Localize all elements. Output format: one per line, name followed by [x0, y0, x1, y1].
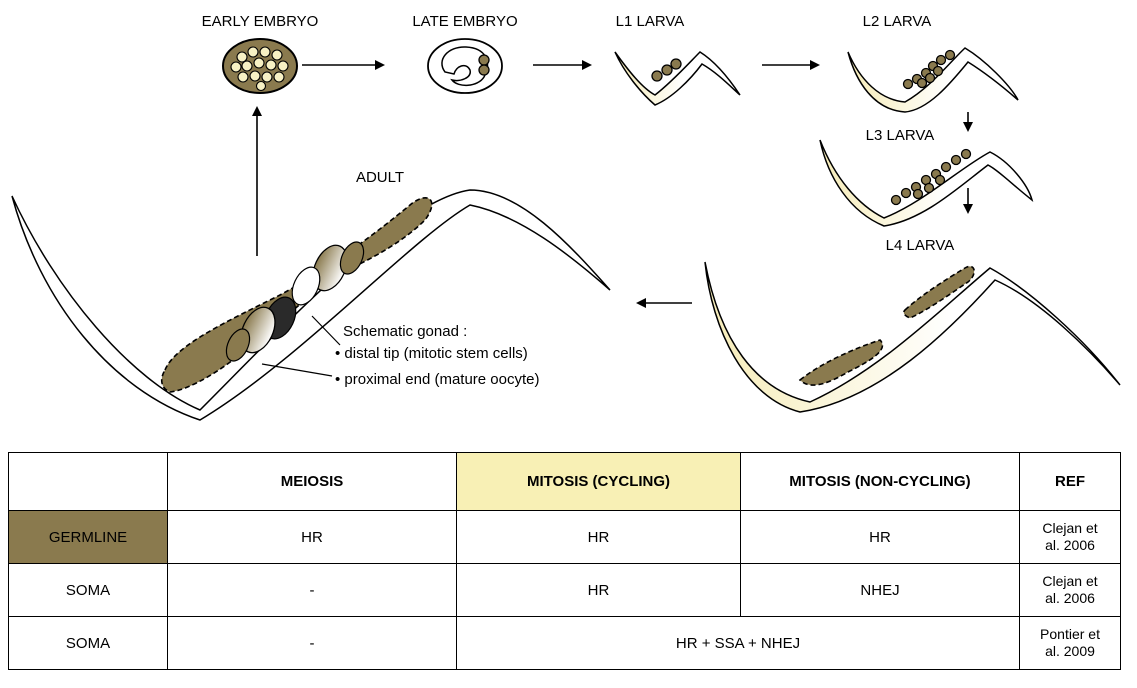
header-ref: REF — [1020, 453, 1121, 511]
cell-meiosis: - — [168, 564, 457, 617]
stage-label-adult: ADULT — [356, 169, 404, 186]
ref-line: Clejan et — [1042, 520, 1097, 536]
l3-larva — [820, 140, 1032, 226]
cell-cycling: HR — [457, 564, 741, 617]
header-mitosis-noncycling: MITOSIS (NON-CYCLING) — [741, 453, 1020, 511]
stage-label-l1-larva: L1 LARVA — [616, 13, 685, 30]
gonad-pointer-proximal — [262, 364, 332, 376]
stage-label-l2-larva: L2 LARVA — [863, 13, 932, 30]
ref-line: al. 2006 — [1045, 590, 1095, 606]
tissue-soma: SOMA — [9, 617, 168, 670]
stage-label-l4-larva: L4 LARVA — [886, 237, 955, 254]
header-mitosis-cycling: MITOSIS (CYCLING) — [457, 453, 741, 511]
l4-larva — [705, 262, 1120, 412]
l2-larva — [848, 48, 1018, 112]
dsb-repair-table: MEIOSIS MITOSIS (CYCLING) MITOSIS (NON-C… — [8, 452, 1121, 670]
cell-meiosis: - — [168, 617, 457, 670]
cell-meiosis: HR — [168, 511, 457, 564]
gonad-annotation-title: Schematic gonad : — [343, 323, 467, 340]
stage-label-late-embryo: LATE EMBRYO — [412, 13, 517, 30]
ref-line: Clejan et — [1042, 573, 1097, 589]
l1-larva — [615, 52, 740, 105]
lifecycle-diagram: EARLY EMBRYO LATE EMBRYO L1 LARVA L2 LAR… — [0, 0, 1137, 450]
gonad-annotation-distal: • distal tip (mitotic stem cells) — [335, 345, 528, 362]
cell-cycling: HR — [457, 511, 741, 564]
table-header-row: MEIOSIS MITOSIS (CYCLING) MITOSIS (NON-C… — [9, 453, 1121, 511]
stage-label-l3-larva: L3 LARVA — [866, 127, 935, 144]
header-meiosis: MEIOSIS — [168, 453, 457, 511]
cell-mitosis-merged: HR + SSA + NHEJ — [457, 617, 1020, 670]
tissue-soma: SOMA — [9, 564, 168, 617]
header-empty — [9, 453, 168, 511]
tissue-germline: GERMLINE — [9, 511, 168, 564]
late-embryo — [428, 39, 502, 93]
cell-noncycling: HR — [741, 511, 1020, 564]
ref-line: Pontier et — [1040, 626, 1100, 642]
gonad-annotation-proximal: • proximal end (mature oocyte) — [335, 371, 540, 388]
cell-noncycling: NHEJ — [741, 564, 1020, 617]
ref-line: al. 2006 — [1045, 537, 1095, 553]
early-embryo — [223, 39, 297, 93]
stage-label-early-embryo: EARLY EMBRYO — [202, 13, 319, 30]
ref-line: al. 2009 — [1045, 643, 1095, 659]
